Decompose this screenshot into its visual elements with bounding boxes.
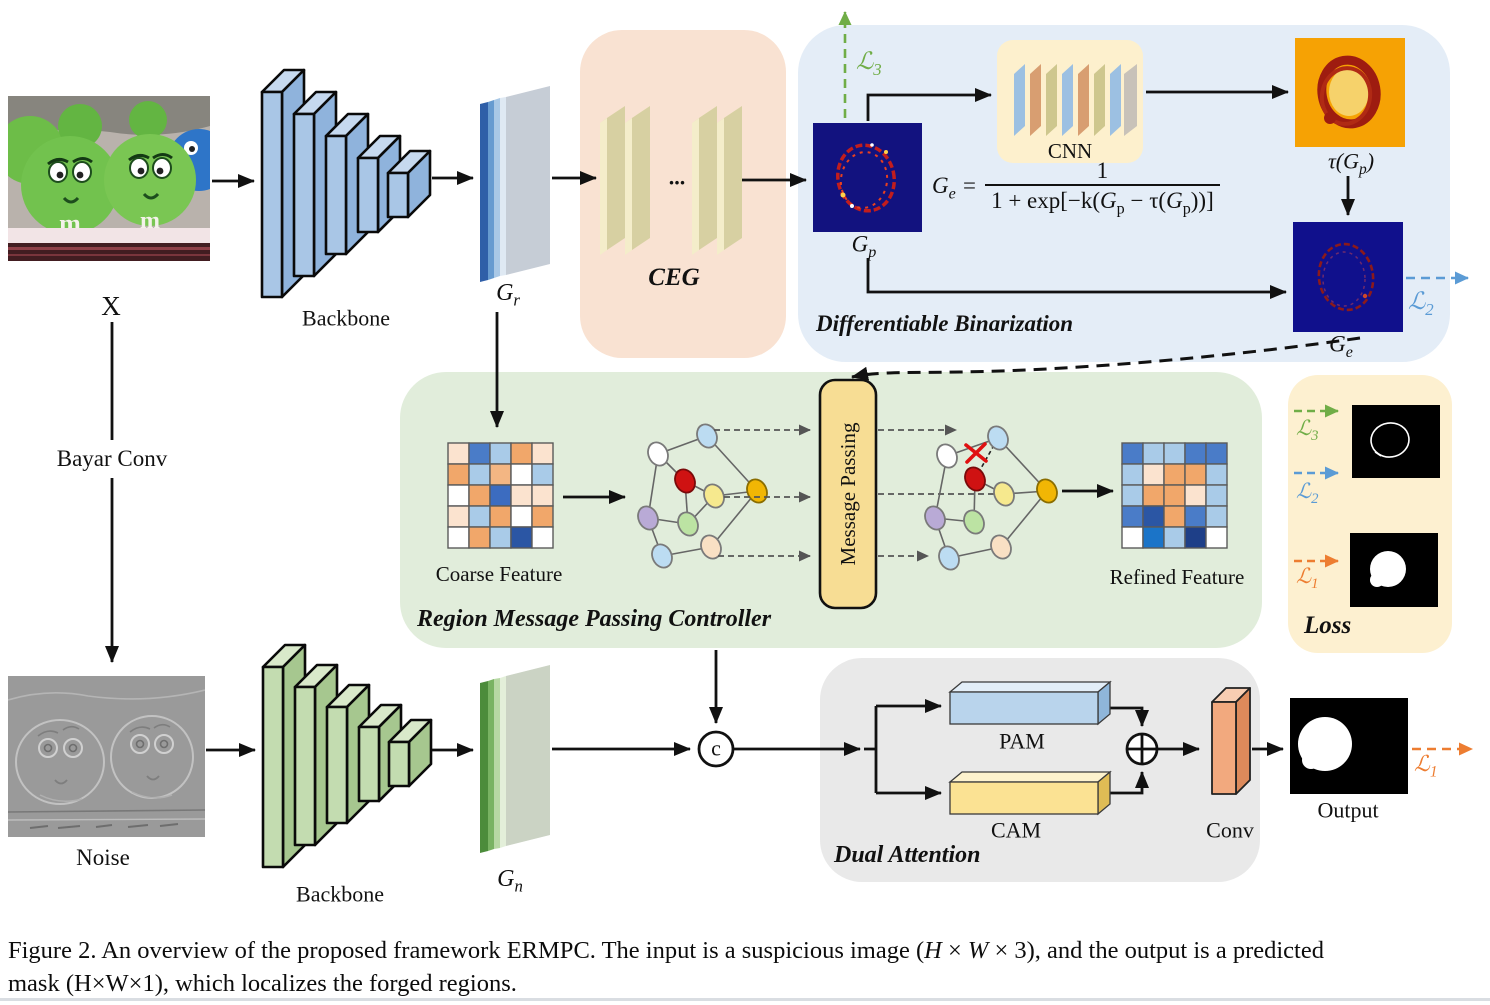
- gp-image: [813, 123, 922, 232]
- bottom-divider: [0, 998, 1490, 1001]
- input-label: X: [101, 290, 121, 321]
- ceg-dots: ...: [668, 164, 686, 190]
- coarse-feature-label: Coarse Feature: [435, 561, 563, 586]
- conv-block: [1211, 687, 1251, 795]
- bayar-conv-label: Bayar Conv: [56, 445, 168, 471]
- cam-label: CAM: [990, 817, 1042, 843]
- ge-label: Ge: [1329, 331, 1353, 361]
- dual-attention-label: Dual Attention: [834, 842, 981, 868]
- message-passing-box: [818, 378, 878, 610]
- ge-to-message-passing-curve: [851, 336, 1361, 381]
- cnn-block: [997, 40, 1143, 163]
- pam-label: PAM: [999, 728, 1045, 754]
- backbone-bottom-stack: [261, 643, 433, 869]
- cam-block: [948, 770, 1112, 816]
- mask-gt-image: [1350, 533, 1438, 607]
- gr-feature-stack: [480, 86, 550, 282]
- coarse-feature-grid: [447, 442, 554, 549]
- sum-node: [1125, 732, 1159, 766]
- caption-line-2: mask (H×W×1), which localizes the forged…: [8, 970, 517, 997]
- refined-feature-label: Refined Feature: [1109, 564, 1245, 589]
- flow-arrows-top: [212, 85, 1355, 299]
- formula-lhs: Ge =: [932, 173, 978, 203]
- formula-fraction: 1 1 + exp[−k(Gp − τ(Gp))]: [985, 158, 1220, 219]
- gp-label: Gp: [851, 231, 877, 261]
- tau-gp-image: [1295, 38, 1405, 147]
- gr-label: Gr: [496, 279, 520, 310]
- l3-label-top: ℒ3: [856, 49, 882, 79]
- caption-line-1: Figure 2. An overview of the proposed fr…: [8, 937, 1324, 964]
- concat-label: c: [711, 735, 721, 761]
- message-passing-dashed-flows: [714, 424, 1009, 562]
- figure-caption: Figure 2. An overview of the proposed fr…: [8, 934, 1486, 1000]
- ge-image: [1293, 222, 1403, 332]
- cnn-label: CNN: [1047, 138, 1093, 163]
- flow-arrows-bottom: [206, 650, 1284, 800]
- input-image: m m: [8, 96, 210, 261]
- output-image: [1290, 698, 1408, 794]
- backbone-top-label: Backbone: [302, 305, 390, 331]
- rmpc-label: Region Message Passing Controller: [417, 606, 772, 632]
- loss-legend-graphics: [1294, 404, 1440, 607]
- conv-label: Conv: [1206, 817, 1254, 843]
- plush-letter: m: [140, 208, 160, 234]
- message-passing-label: Message Passing: [835, 422, 860, 566]
- l2-label-right: ℒ2: [1408, 289, 1434, 319]
- ceg-layers: [600, 106, 742, 255]
- cut-edge-x-icon: [964, 442, 988, 464]
- loss-l2-label: ℒ2: [1296, 479, 1319, 508]
- output-label: Output: [1317, 797, 1379, 823]
- graph-after: [924, 425, 1058, 571]
- noise-image: [8, 676, 205, 837]
- backbone-top-stack: [260, 68, 432, 299]
- loss-l3-label: ℒ3: [1296, 416, 1319, 445]
- concat-node: [697, 730, 735, 768]
- l1-label-right: ℒ1: [1414, 751, 1438, 781]
- diagram-graphics: m m: [8, 11, 1473, 869]
- binarization-formula: Ge = 1 1 + exp[−k(Gp − τ(Gp))]: [932, 158, 1220, 219]
- edge-gt-image: [1352, 405, 1440, 478]
- differentiable-binarization-label: Differentiable Binarization: [816, 311, 1074, 336]
- ceg-label: CEG: [648, 263, 700, 291]
- tau-gp-label: τ(Gp): [1327, 148, 1375, 179]
- gn-label: Gn: [497, 865, 523, 896]
- noise-label: Noise: [76, 844, 130, 870]
- backbone-bottom-label: Backbone: [296, 881, 384, 907]
- loss-l1-label: ℒ1: [1296, 564, 1319, 593]
- gn-feature-stack: [480, 665, 550, 853]
- pam-block: [948, 680, 1112, 726]
- graph-before: [637, 423, 768, 569]
- refined-feature-grid: [1121, 442, 1228, 549]
- loss-title: Loss: [1304, 612, 1352, 639]
